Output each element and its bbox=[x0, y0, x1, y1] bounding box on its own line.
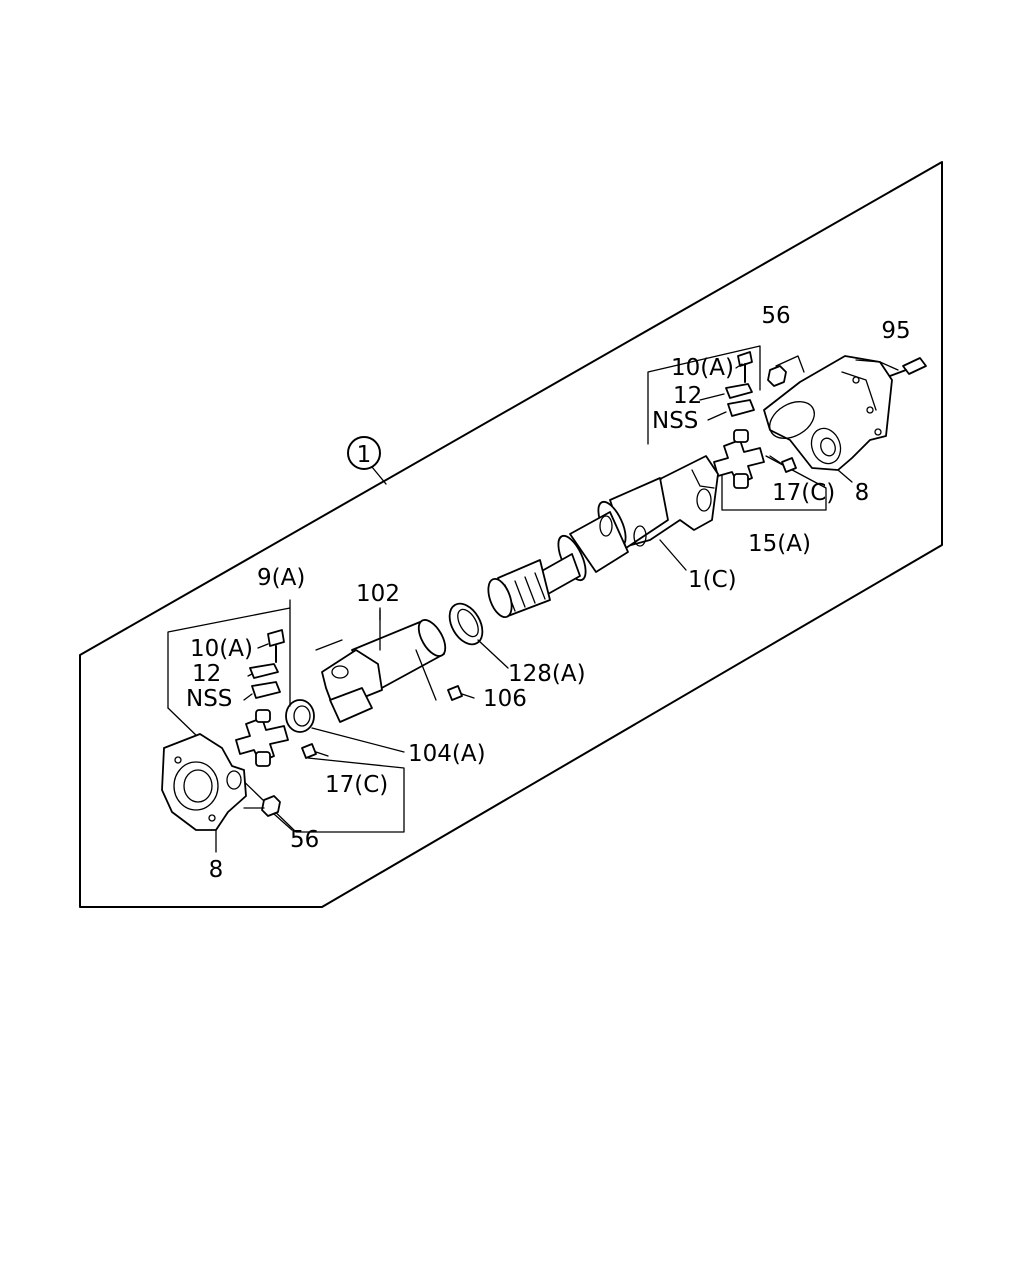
slip-yoke-102 bbox=[315, 609, 447, 723]
seal-104a bbox=[285, 699, 405, 753]
leader-nss-top bbox=[707, 411, 727, 421]
callout-8-left: 8 bbox=[209, 857, 224, 883]
nss-plate-left bbox=[251, 681, 281, 699]
callout-10a-top: 10(A) bbox=[671, 355, 734, 381]
kit-box-15a bbox=[647, 345, 827, 511]
bolt-10a-left bbox=[267, 629, 285, 663]
leader-10a-left bbox=[257, 643, 269, 649]
nut-56-left bbox=[243, 795, 293, 831]
spider-top bbox=[713, 429, 765, 489]
callout-106: 106 bbox=[483, 686, 527, 712]
callout-nss-left: NSS bbox=[186, 686, 232, 712]
nss-plate-top bbox=[727, 399, 755, 417]
callout-102: 102 bbox=[356, 581, 400, 607]
callout-9a: 9(A) bbox=[257, 565, 305, 591]
assembly-frame bbox=[79, 161, 943, 908]
leader-12-top bbox=[699, 393, 725, 401]
callout-17c-left: 17(C) bbox=[325, 772, 388, 798]
nut-56-top bbox=[767, 355, 805, 387]
callout-56-left: 56 bbox=[290, 827, 319, 853]
callout-56-top: 56 bbox=[761, 303, 790, 329]
callout-95: 95 bbox=[881, 318, 910, 344]
kit-box-9a bbox=[167, 607, 405, 833]
propeller-tube bbox=[487, 455, 719, 619]
leader-10a-top bbox=[735, 363, 743, 369]
fitting-17c-left bbox=[301, 743, 329, 759]
leader-1c bbox=[659, 539, 687, 571]
callout-12-left: 12 bbox=[192, 661, 221, 687]
strap-12-top bbox=[725, 383, 753, 399]
callout-nss-top: NSS bbox=[652, 408, 698, 434]
fitting-106 bbox=[447, 685, 475, 701]
callout-128a: 128(A) bbox=[508, 661, 586, 687]
flange-left bbox=[161, 733, 247, 853]
callout-15a: 15(A) bbox=[748, 531, 811, 557]
strap-12-left bbox=[249, 663, 279, 679]
callout-17c-top: 17(C) bbox=[772, 480, 835, 506]
seal-ring-128a bbox=[448, 602, 509, 669]
assembly-index-marker: 1 bbox=[347, 436, 387, 485]
callout-104a: 104(A) bbox=[408, 741, 486, 767]
flange-right bbox=[763, 355, 893, 471]
callout-10a-left: 10(A) bbox=[190, 636, 253, 662]
bolt-10a-top bbox=[737, 351, 753, 383]
leader-nss-left bbox=[243, 693, 253, 701]
spider-left bbox=[235, 709, 289, 767]
callout-8-right: 8 bbox=[855, 480, 870, 506]
bolt-95 bbox=[855, 357, 927, 377]
callout-1c: 1(C) bbox=[688, 567, 737, 593]
callout-12-top: 12 bbox=[673, 383, 702, 409]
leader-8-right bbox=[837, 469, 853, 483]
assembly-number: 1 bbox=[357, 442, 372, 468]
leader-12-left bbox=[247, 673, 253, 677]
fitting-17c-top bbox=[769, 455, 797, 473]
